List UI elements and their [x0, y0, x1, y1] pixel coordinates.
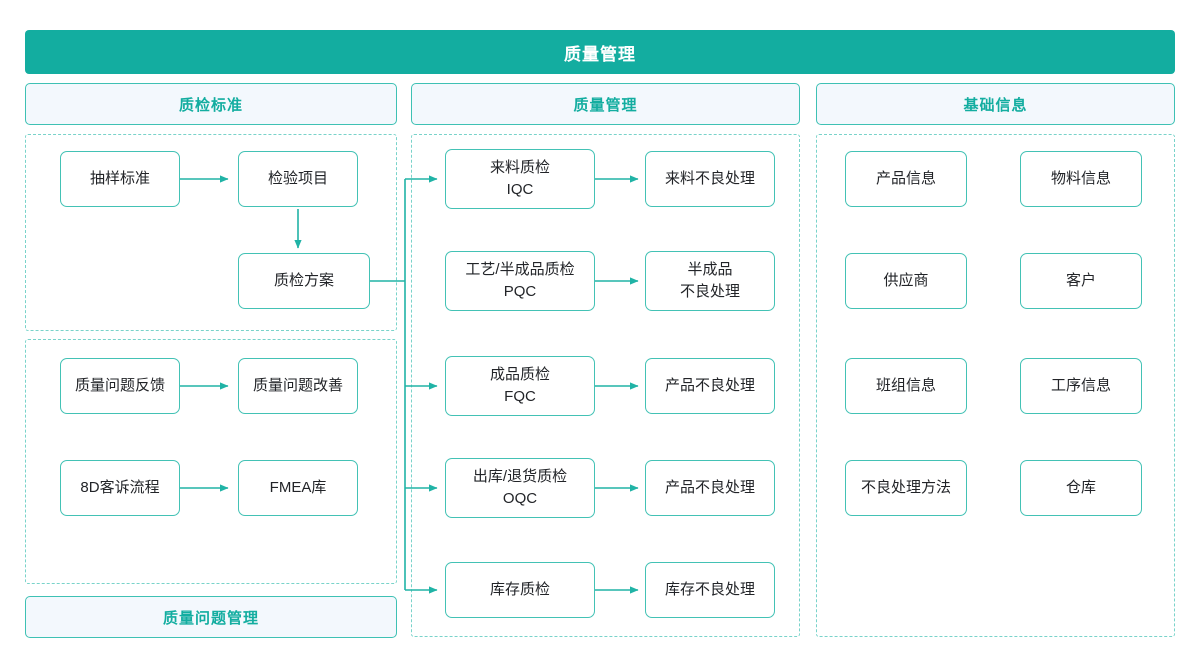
panel-footer-quality-issue-management[interactable]: 质量问题管理: [25, 596, 397, 638]
node-8d-complaint-process[interactable]: 8D客诉流程: [60, 460, 180, 516]
node-process-info[interactable]: 工序信息: [1020, 358, 1142, 414]
node-oqc-defect-handling[interactable]: 产品不良处理: [645, 460, 775, 516]
node-inspection-plan[interactable]: 质检方案: [238, 253, 370, 309]
node-supplier[interactable]: 供应商: [845, 253, 967, 309]
node-product-info[interactable]: 产品信息: [845, 151, 967, 207]
group-basic-info: [816, 134, 1175, 637]
node-team-info[interactable]: 班组信息: [845, 358, 967, 414]
node-quality-issue-feedback[interactable]: 质量问题反馈: [60, 358, 180, 414]
node-iqc[interactable]: 来料质检 IQC: [445, 149, 595, 209]
panel-header-quality-management[interactable]: 质量管理: [411, 83, 800, 125]
node-stock-defect-handling[interactable]: 库存不良处理: [645, 562, 775, 618]
node-defect-handling-method[interactable]: 不良处理方法: [845, 460, 967, 516]
panel-header-basic-information[interactable]: 基础信息: [816, 83, 1175, 125]
node-pqc[interactable]: 工艺/半成品质检 PQC: [445, 251, 595, 311]
node-iqc-defect-handling[interactable]: 来料不良处理: [645, 151, 775, 207]
node-customer[interactable]: 客户: [1020, 253, 1142, 309]
node-warehouse[interactable]: 仓库: [1020, 460, 1142, 516]
page-title: 质量管理: [25, 30, 1175, 74]
node-sampling-standard[interactable]: 抽样标准: [60, 151, 180, 207]
group-inspection-standard: [25, 134, 397, 331]
node-fqc-defect-handling[interactable]: 产品不良处理: [645, 358, 775, 414]
node-fmea-library[interactable]: FMEA库: [238, 460, 358, 516]
node-material-info[interactable]: 物料信息: [1020, 151, 1142, 207]
panel-header-quality-inspection-standard[interactable]: 质检标准: [25, 83, 397, 125]
node-fqc[interactable]: 成品质检 FQC: [445, 356, 595, 416]
node-inspection-item[interactable]: 检验项目: [238, 151, 358, 207]
node-pqc-defect-handling[interactable]: 半成品 不良处理: [645, 251, 775, 311]
node-oqc[interactable]: 出库/退货质检 OQC: [445, 458, 595, 518]
node-stock-inspection[interactable]: 库存质检: [445, 562, 595, 618]
group-quality-issue: [25, 339, 397, 584]
node-quality-issue-improve[interactable]: 质量问题改善: [238, 358, 358, 414]
